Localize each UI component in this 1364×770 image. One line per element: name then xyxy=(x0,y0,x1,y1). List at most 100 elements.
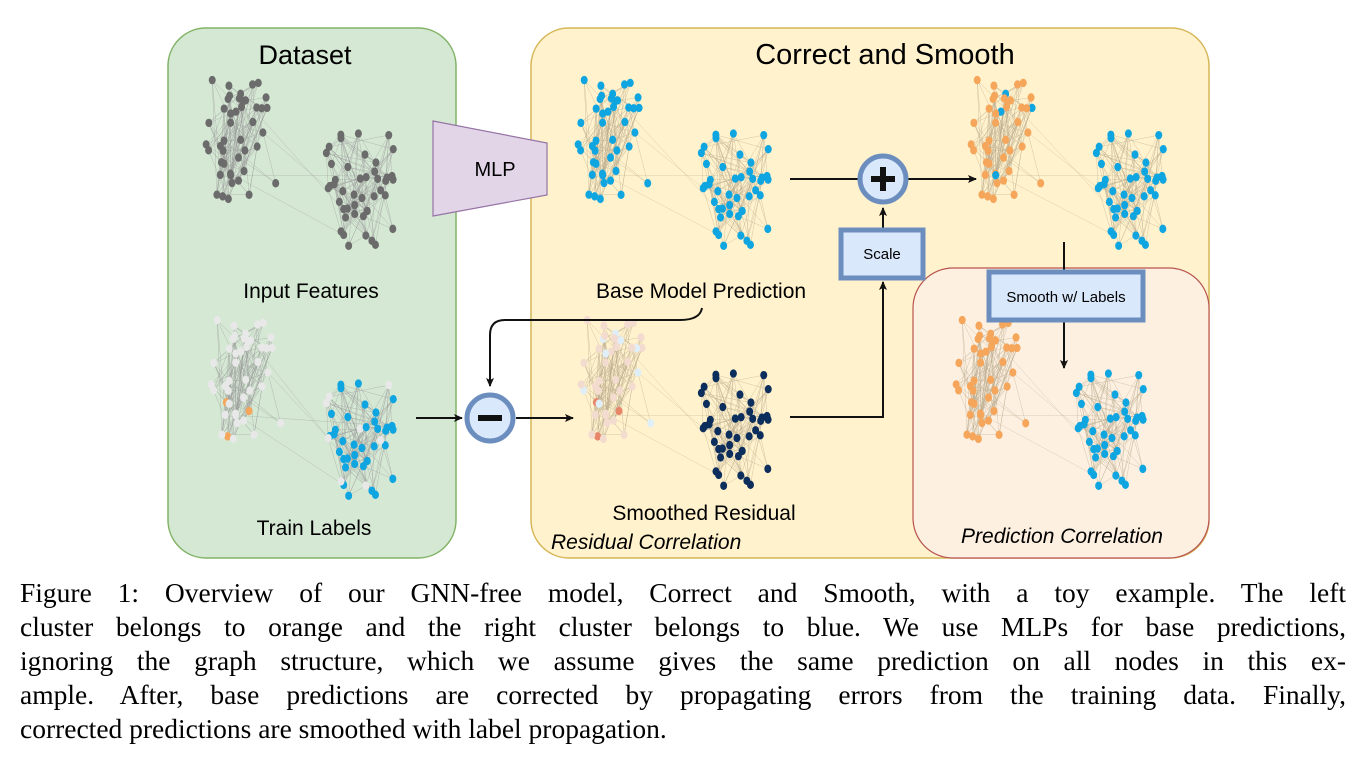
graph-edge xyxy=(583,351,612,391)
graph-node xyxy=(1113,204,1121,213)
graph-edge xyxy=(210,384,255,435)
graph-edge xyxy=(708,424,739,457)
graph-edge xyxy=(715,374,752,403)
graph-edge xyxy=(1108,373,1126,485)
graph-edge xyxy=(958,362,975,381)
graph-edge xyxy=(1110,137,1145,172)
graph-node xyxy=(205,118,213,128)
graph-edge xyxy=(631,347,639,373)
graph-edge xyxy=(1090,377,1127,403)
graph-node xyxy=(1120,190,1128,199)
graph-node xyxy=(720,481,728,490)
graph-node xyxy=(371,240,379,250)
graph-edge xyxy=(385,445,394,479)
graph-node xyxy=(208,75,216,85)
scale-block: Scale xyxy=(838,227,926,281)
graph-edge xyxy=(586,320,593,435)
graph-node xyxy=(602,358,610,367)
graph-node xyxy=(1120,432,1128,441)
graph-node xyxy=(224,194,232,204)
graph-node xyxy=(225,81,233,90)
graph-node xyxy=(1111,390,1119,399)
graph-node xyxy=(746,240,754,250)
graph-edge xyxy=(1021,107,1029,133)
graph-edge xyxy=(722,133,734,168)
graph-node xyxy=(977,358,985,367)
graph-node xyxy=(1092,453,1100,462)
graph-edge xyxy=(738,215,768,230)
graph-node xyxy=(342,213,350,222)
graph-node xyxy=(1022,419,1030,428)
graph-node xyxy=(381,191,389,200)
graph-edge xyxy=(221,108,262,163)
graph-edge xyxy=(701,152,752,163)
graph-edge xyxy=(340,384,377,413)
graph-node xyxy=(371,417,379,426)
graph-node xyxy=(1108,433,1116,443)
graph-node xyxy=(1132,231,1140,240)
graph-edge xyxy=(995,122,1010,172)
graph-node xyxy=(610,416,618,425)
graph-edge xyxy=(230,173,344,236)
graph-node xyxy=(225,399,233,408)
graph-edge xyxy=(728,135,764,195)
graph-node xyxy=(240,334,248,343)
graph-edge xyxy=(235,362,250,412)
graph-node xyxy=(626,78,634,88)
graph-edge xyxy=(604,335,606,416)
graph-edge xyxy=(1113,178,1148,210)
graph-edge xyxy=(328,146,363,199)
graph-edge xyxy=(746,435,761,481)
graph-node xyxy=(339,436,347,446)
graph-node xyxy=(599,109,607,118)
plus-operator xyxy=(857,153,909,205)
graph-node xyxy=(389,425,397,434)
graph-edge xyxy=(1117,166,1138,212)
graph-node xyxy=(1124,414,1132,423)
graph-edge xyxy=(261,347,269,373)
graph-edge xyxy=(603,397,614,439)
graph-node xyxy=(613,146,621,155)
graph-node xyxy=(1159,224,1167,234)
graph-edge xyxy=(1096,152,1163,230)
graph-node xyxy=(737,231,745,240)
graph-edge xyxy=(749,149,769,172)
graph-edge xyxy=(704,374,764,388)
graph-edge xyxy=(704,134,764,148)
graph-edge xyxy=(226,348,267,403)
graph-edge xyxy=(580,122,597,164)
graph-node xyxy=(970,344,978,353)
graph-node xyxy=(324,434,332,443)
graph-edge xyxy=(327,438,342,482)
graph-edge xyxy=(715,137,752,163)
graph-node xyxy=(335,447,343,457)
graph-edge xyxy=(955,384,1000,435)
graph-node xyxy=(240,416,248,425)
graph-node xyxy=(263,103,271,113)
graph-node xyxy=(992,336,1000,345)
graph-node xyxy=(362,422,370,432)
graph-node xyxy=(600,178,608,188)
graph-node xyxy=(588,141,596,151)
graph-node xyxy=(358,443,366,453)
graph-edge xyxy=(600,157,611,199)
graph-edge xyxy=(710,419,730,455)
graph-edge xyxy=(221,139,241,163)
graph-edge xyxy=(706,378,717,405)
graph-edge xyxy=(596,348,637,403)
graph-node xyxy=(362,481,370,490)
graph-node xyxy=(1003,343,1011,352)
graph-node xyxy=(607,153,615,162)
graph-node xyxy=(1089,426,1097,436)
graph-edge xyxy=(388,135,393,177)
graph-edge xyxy=(715,137,750,172)
graph-node xyxy=(1139,415,1147,424)
graph-edge xyxy=(1113,455,1143,470)
graph-node xyxy=(254,78,262,88)
graph-node xyxy=(361,400,369,409)
graph-node xyxy=(250,430,258,439)
graph-node xyxy=(1159,144,1167,154)
graph-edge xyxy=(710,179,730,215)
graph-edge xyxy=(701,152,748,241)
graph-node xyxy=(952,380,960,389)
